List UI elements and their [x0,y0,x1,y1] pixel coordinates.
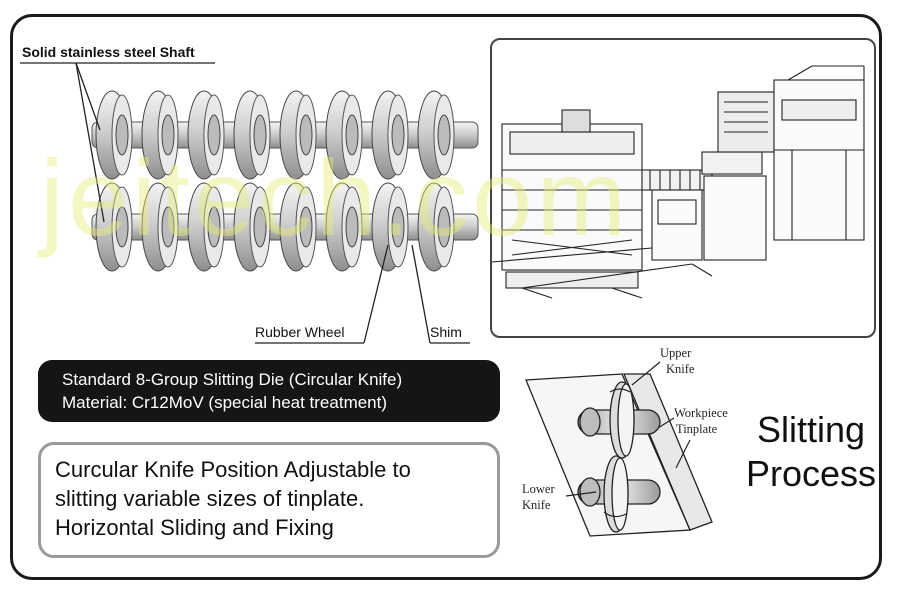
shaft-label: Solid stainless steel Shaft [22,44,195,60]
workpiece-label-2: Tinplate [676,422,718,436]
knife-disk [371,90,409,180]
upper-knife-label-1: Upper [660,346,692,360]
spec-line-1: Standard 8-Group Slitting Die (Circular … [62,370,403,389]
spec-box: Standard 8-Group Slitting Die (Circular … [38,360,500,422]
feature-box: Curcular Knife Position Adjustable to sl… [38,442,500,558]
knife-disk [187,182,225,272]
upper-shaft [91,90,479,180]
knife-disk [417,90,455,180]
slitting-process-title: Slitting Process [746,408,876,496]
knife-disk [95,90,133,180]
knife-disk [233,90,271,180]
knife-disk [141,182,179,272]
feature-line-1: Curcular Knife Position Adjustable to [55,457,411,482]
upper-knife-label-2: Knife [666,362,695,376]
lower-shaft [91,182,479,272]
rubber-wheel-label: Rubber Wheel [255,324,345,340]
knife-disk [279,90,317,180]
knife-disk [95,182,133,272]
knife-disk [187,90,225,180]
lower-knife-label-2: Knife [522,498,551,512]
spec-line-2: Material: Cr12MoV (special heat treatmen… [62,393,388,412]
shim-label: Shim [430,324,462,340]
workpiece-label-1: Workpiece [674,406,728,420]
title-line-2: Process [746,453,877,494]
feature-line-2: slitting variable sizes of tinplate. [55,486,365,511]
knife-disk [325,182,363,272]
knife-disk [141,90,179,180]
knife-disk [279,182,317,272]
leader-lines [20,62,470,344]
machine-drawing-panel [490,38,876,338]
title-line-1: Slitting [756,409,866,450]
feature-line-3: Horizontal Sliding and Fixing [55,515,334,540]
knife-disk [371,182,409,272]
slitting-machine-drawing [492,65,865,299]
knife-disk [417,182,455,272]
lower-knife-label-1: Lower [522,482,555,496]
knife-disk [233,182,271,272]
knife-disk [325,90,363,180]
